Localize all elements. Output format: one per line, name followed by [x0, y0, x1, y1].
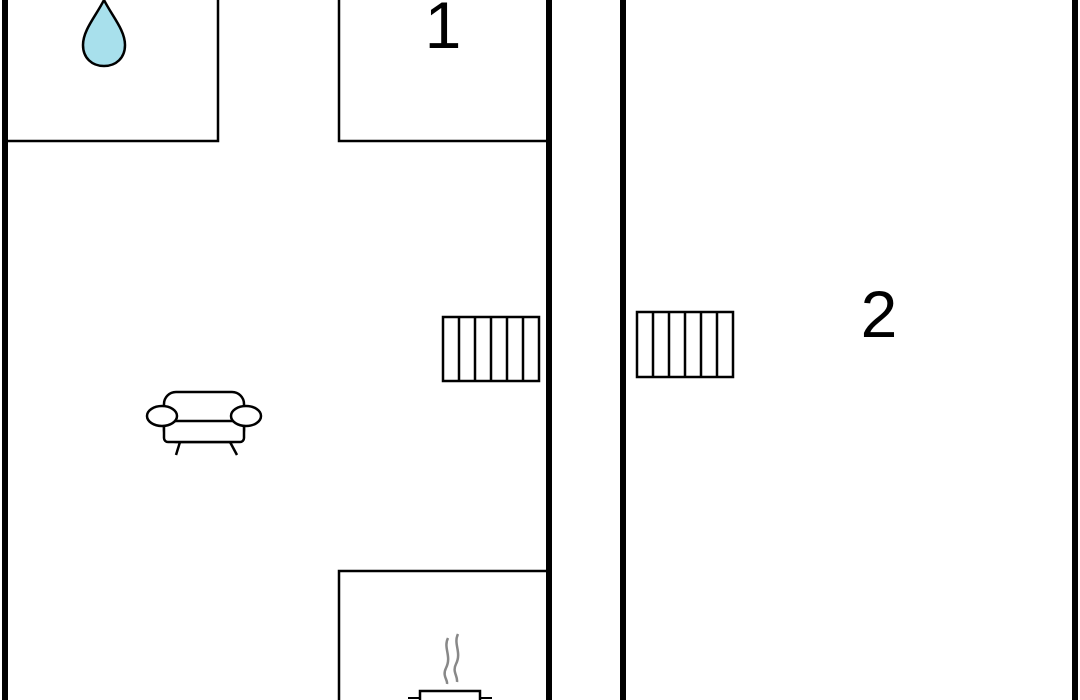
room-label-1: 1: [425, 0, 462, 62]
kitchen-room: [337, 569, 549, 700]
stairs-icon: [635, 310, 735, 379]
steaming-pot-icon: [408, 633, 492, 700]
stairs-icon: [441, 315, 541, 383]
water-drop-icon: [81, 0, 127, 68]
room-label-2: 2: [861, 277, 898, 351]
sofa-icon: [145, 390, 263, 456]
bathroom-room: [5, 0, 220, 143]
room-1: [337, 0, 549, 143]
